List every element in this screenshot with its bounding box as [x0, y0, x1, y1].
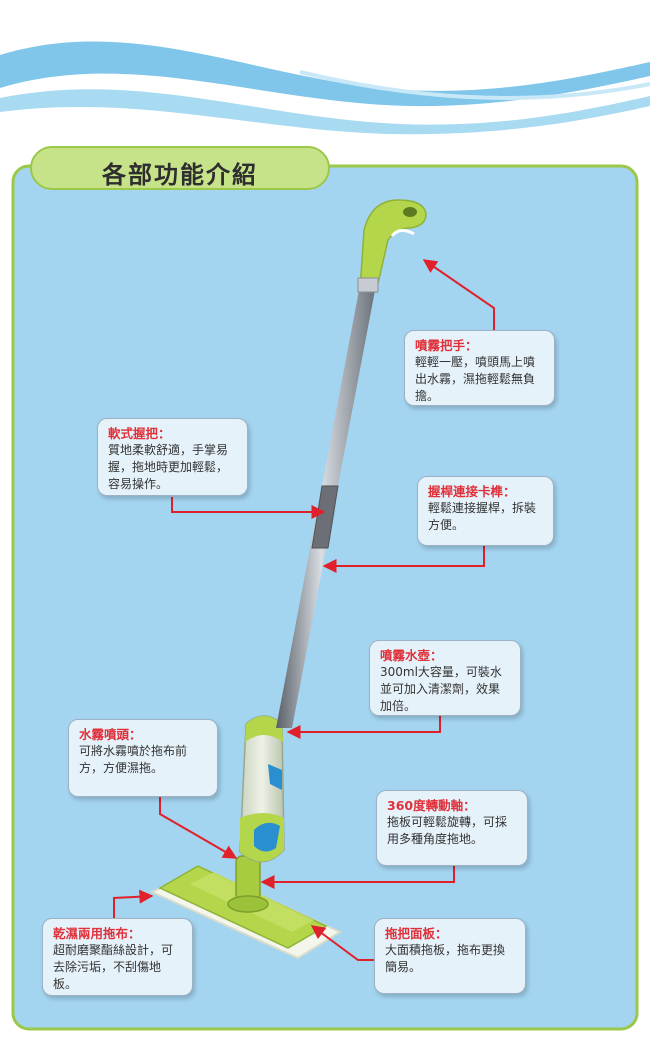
callout-title: 噴霧把手： — [415, 338, 478, 353]
callout-text: 輕鬆連接握桿，拆裝方便。 — [428, 501, 537, 532]
callout-title: 拖把面板： — [385, 926, 448, 941]
mop-illustration — [149, 199, 427, 960]
callout-text: 300ml大容量，可裝水並可加入清潔劑，效果加倍。 — [380, 665, 502, 713]
wave-decoration — [0, 0, 650, 135]
title-banner: 各部功能介紹 — [30, 146, 330, 190]
callout-text: 質地柔軟舒適，手掌易握，拖地時更加輕鬆，容易操作。 — [108, 443, 229, 491]
callout-spray-tank: 噴霧水壺： 300ml大容量，可裝水並可加入清潔劑，效果加倍。 — [369, 640, 521, 716]
callout-title: 360度轉動軸： — [387, 798, 476, 813]
callout-text: 超耐磨聚酯絲設計，可去除污垢，不刮傷地板。 — [53, 943, 174, 991]
callout-arrows — [113, 259, 495, 961]
callout-text: 大面積拖板，拖布更換簡易。 — [385, 943, 506, 974]
callout-pole-connector: 握桿連接卡榫： 輕鬆連接握桿，拆裝方便。 — [417, 476, 554, 546]
callout-text: 拖板可輕鬆旋轉，可採用多種角度拖地。 — [387, 815, 508, 846]
callout-mop-cloth: 乾濕兩用拖布： 超耐磨聚酯絲設計，可去除污垢，不刮傷地板。 — [42, 918, 193, 996]
callout-soft-grip: 軟式握把： 質地柔軟舒適，手掌易握，拖地時更加輕鬆，容易操作。 — [97, 418, 248, 496]
callout-spray-nozzle: 水霧噴頭： 可將水霧噴於拖布前方，方便濕拖。 — [68, 719, 218, 797]
callout-swivel-joint: 360度轉動軸： 拖板可輕鬆旋轉，可採用多種角度拖地。 — [376, 790, 528, 866]
callout-title: 噴霧水壺： — [380, 648, 443, 663]
page-title: 各部功能介紹 — [102, 161, 258, 189]
callout-title: 握桿連接卡榫： — [428, 484, 516, 499]
content-panel — [11, 164, 639, 1031]
callout-title: 乾濕兩用拖布： — [53, 926, 141, 941]
callout-title: 軟式握把： — [108, 426, 171, 441]
callout-text: 輕輕一壓，噴頭馬上噴出水霧，濕拖輕鬆無負擔。 — [415, 355, 536, 403]
callout-title: 水霧噴頭： — [79, 727, 142, 742]
callout-mop-plate: 拖把面板： 大面積拖板，拖布更換簡易。 — [374, 918, 526, 994]
callout-spray-handle: 噴霧把手： 輕輕一壓，噴頭馬上噴出水霧，濕拖輕鬆無負擔。 — [404, 330, 555, 406]
callout-text: 可將水霧噴於拖布前方，方便濕拖。 — [79, 744, 188, 775]
